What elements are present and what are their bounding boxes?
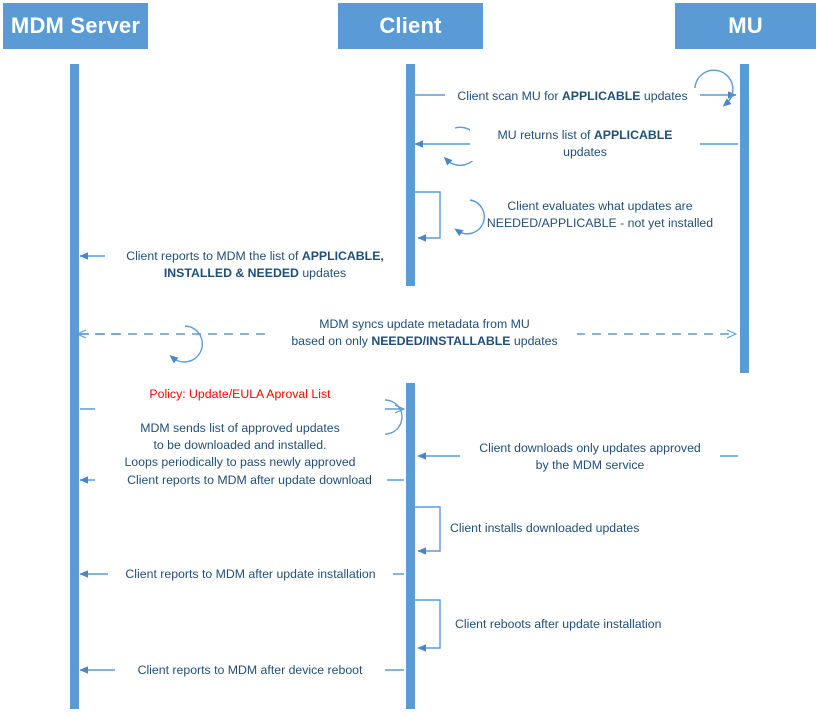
lifeline-client-lower — [406, 383, 415, 709]
message-label-m9: Client installs downloaded updates — [450, 521, 640, 535]
lifeline-mdm-server — [70, 64, 79, 709]
message-label-m11: Client reboots after update installation — [455, 617, 662, 631]
selfcall-m3 — [415, 191, 441, 242]
actor-header-mu[interactable]: MU — [675, 3, 816, 49]
lifeline-mu — [740, 64, 749, 373]
message-label-m8: Client reports to MDM after update downl… — [112, 472, 387, 489]
selfcall-m11 — [415, 599, 441, 652]
actor-label-client: Client — [379, 13, 442, 38]
message-label-m12: Client reports to MDM after device reboo… — [115, 662, 385, 679]
selfcall-m9 — [415, 506, 441, 555]
message-label-m10: Client reports to MDM after update insta… — [108, 566, 393, 583]
loop-m5 — [169, 325, 203, 364]
actor-header-mdm-server[interactable]: MDM Server — [3, 3, 148, 49]
actor-label-mdm-server: MDM Server — [10, 13, 141, 38]
actor-label-mu: MU — [728, 13, 763, 38]
lifeline-client-upper — [406, 64, 415, 286]
message-label-m4: Client reports to MDM the list of APPLIC… — [105, 248, 405, 282]
message-label-m1: Client scan MU for APPLICABLE updates — [445, 88, 700, 105]
policy-note-m6: Policy: Update/EULA Aproval List — [149, 387, 331, 401]
actor-header-client[interactable]: Client — [338, 3, 483, 49]
